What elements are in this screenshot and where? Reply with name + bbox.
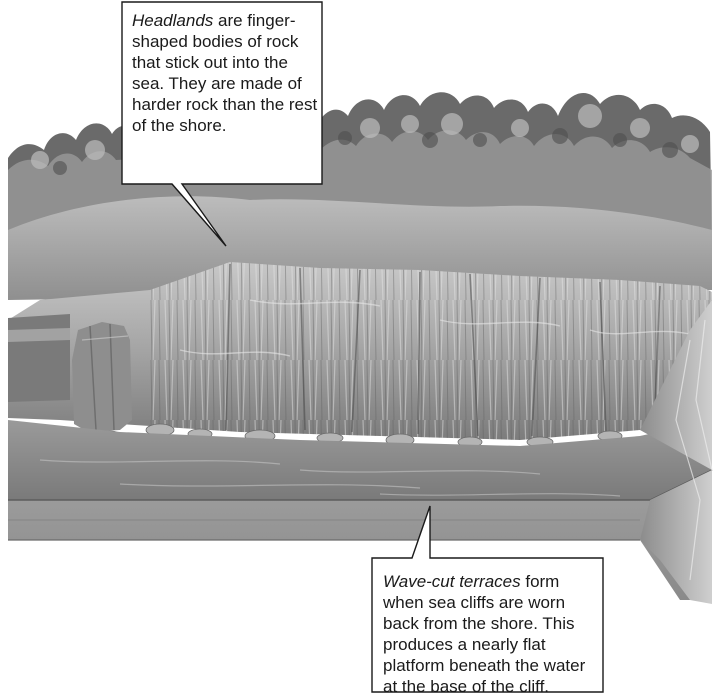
wave-cut-terraces-callout: Wave-cut terraces form when sea cliffs a… (383, 571, 588, 697)
wave-cut-terraces-term: Wave-cut terraces (383, 572, 521, 591)
headlands-term: Headlands (132, 11, 213, 30)
headlands-callout: Headlands are finger-shaped bodies of ro… (132, 10, 322, 136)
